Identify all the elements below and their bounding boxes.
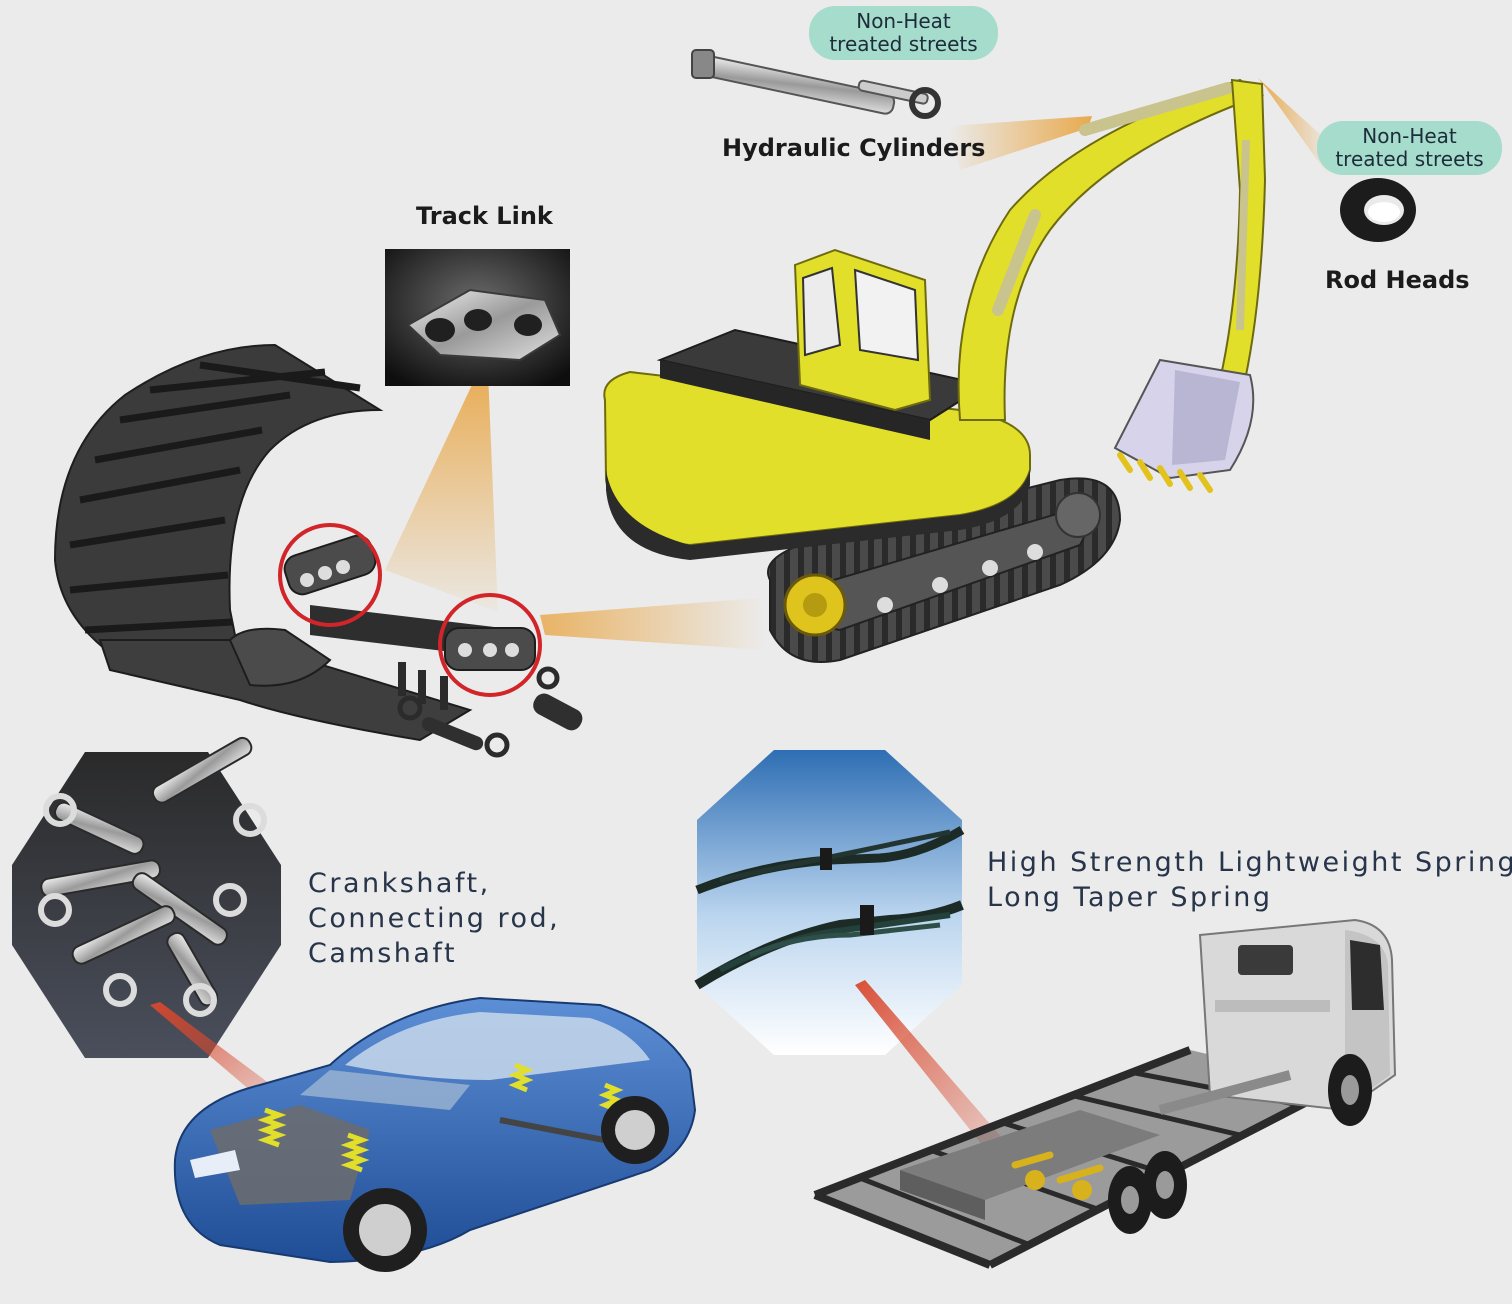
- crankshaft-hexagon-photo: [12, 736, 281, 1058]
- non-heat-badge-top: Non-Heat treated streets: [809, 6, 998, 60]
- callout-beam-hydraulic: [948, 116, 1092, 170]
- callout-beam-track-to-excavator: [540, 598, 765, 650]
- track-chain-illustration: [53, 343, 583, 758]
- track-link-photo: [385, 249, 570, 386]
- label-hydraulic-cylinders: Hydraulic Cylinders: [722, 134, 986, 162]
- leaf-spring-hexagon-photo: [694, 750, 965, 1055]
- engine-parts-line-2: Connecting rod,: [308, 903, 561, 934]
- callout-beam-tracklink: [385, 372, 498, 612]
- label-engine-parts: Crankshaft, Connecting rod, Camshaft: [308, 866, 560, 971]
- engine-parts-line-3: Camshaft: [308, 938, 458, 969]
- non-heat-badge-right: Non-Heat treated streets: [1317, 121, 1502, 175]
- truck-illustration: [813, 918, 1397, 1269]
- springs-line-1: High Strength Lightweight Spring: [987, 847, 1512, 878]
- label-springs: High Strength Lightweight Spring Long Ta…: [987, 845, 1512, 915]
- label-track-link: Track Link: [416, 202, 553, 230]
- badge-line-1: Non-Heat: [1362, 124, 1457, 148]
- car-illustration: [173, 996, 697, 1272]
- badge-line-1: Non-Heat: [856, 9, 951, 33]
- engine-parts-line-1: Crankshaft,: [308, 868, 491, 899]
- highlight-circle-right: [438, 593, 542, 697]
- springs-line-2: Long Taper Spring: [987, 882, 1273, 913]
- badge-line-2: treated streets: [1335, 147, 1484, 171]
- excavator-illustration: [603, 78, 1267, 663]
- label-rod-heads: Rod Heads: [1325, 266, 1470, 294]
- hydraulic-cylinder-illustration: [691, 49, 941, 119]
- badge-line-2: treated streets: [829, 32, 978, 56]
- highlight-circle-left: [278, 523, 382, 627]
- rod-head-illustration: [1340, 178, 1416, 242]
